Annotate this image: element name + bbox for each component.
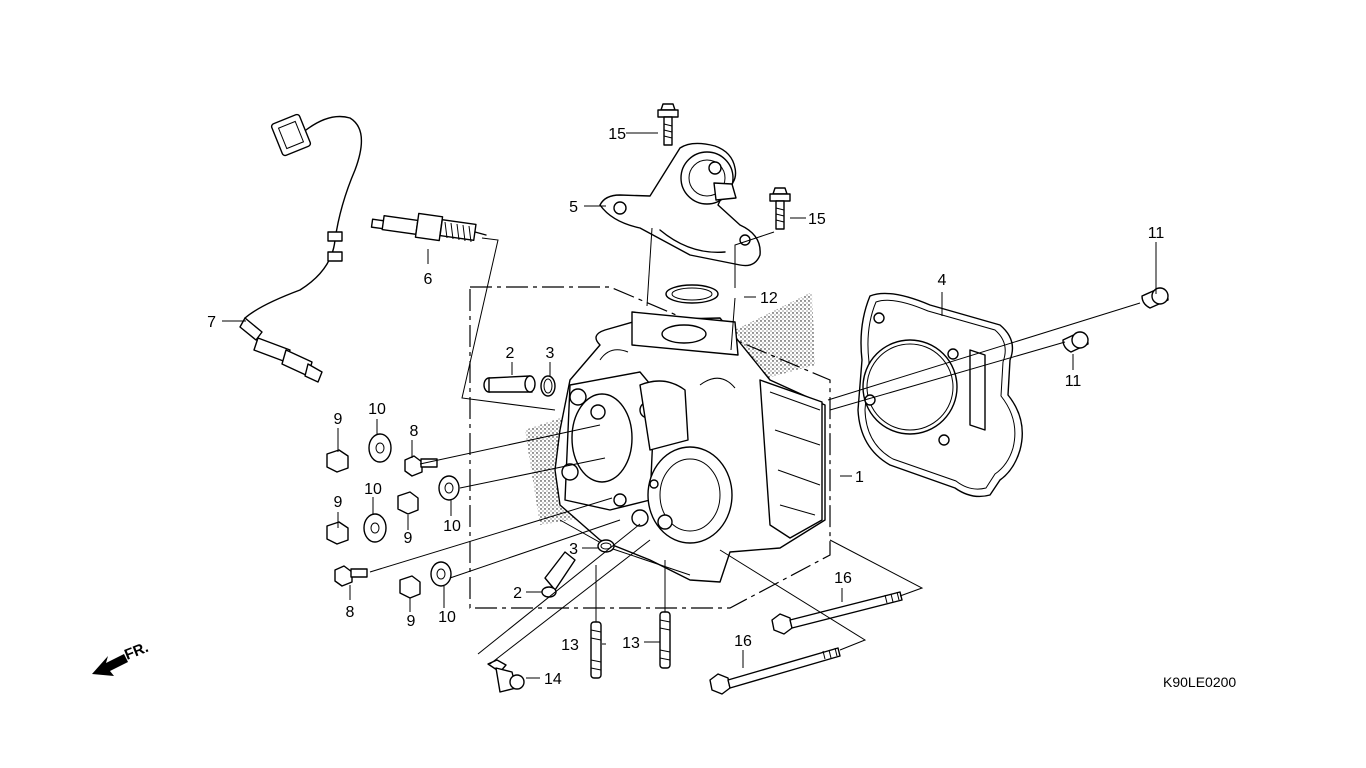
label-16a: 16 [834, 570, 852, 587]
cap-nuts-9 [326, 449, 421, 599]
label-13a: 13 [561, 637, 579, 654]
o2-sensor [239, 113, 363, 383]
label-11a: 11 [1148, 225, 1165, 242]
label-8a: 8 [410, 423, 419, 440]
label-8b: 8 [346, 604, 355, 621]
label-12: 12 [760, 290, 778, 307]
label-5: 5 [569, 199, 578, 216]
label-3a: 3 [546, 345, 555, 362]
front-direction-indicator: FR. [92, 639, 151, 676]
label-10a: 10 [368, 401, 386, 418]
dowel-pins [1062, 287, 1169, 353]
label-2a: 2 [506, 345, 515, 362]
front-label: FR. [122, 639, 151, 664]
intake-pipe [599, 142, 761, 267]
label-15b: 15 [808, 211, 826, 228]
label-3b: 3 [569, 541, 578, 558]
label-10c: 10 [443, 518, 461, 535]
label-4: 4 [938, 272, 947, 289]
shading-top [735, 292, 815, 380]
callout-leaders [222, 132, 1157, 679]
spark-plug [370, 212, 487, 243]
label-7: 7 [207, 314, 216, 331]
assembly-boundary [469, 286, 831, 609]
flange-bolts-15 [657, 103, 791, 230]
label-15a: 15 [608, 126, 626, 143]
long-bolts-16 [709, 591, 903, 695]
label-6: 6 [424, 271, 433, 288]
label-9b: 9 [334, 494, 343, 511]
label-2b: 2 [513, 585, 522, 602]
label-1: 1 [855, 469, 864, 486]
cylinder-head [554, 311, 826, 583]
leader-lines [369, 227, 1141, 665]
label-13b: 13 [622, 635, 640, 652]
label-11b: 11 [1065, 373, 1082, 390]
label-10b: 10 [364, 481, 382, 498]
label-10d: 10 [438, 609, 456, 626]
label-9c: 9 [404, 530, 413, 547]
label-9a: 9 [334, 411, 343, 428]
clip-3b [597, 539, 615, 553]
callout-labels: 15 5 15 6 7 12 4 11 11 2 3 9 10 8 9 10 9… [207, 126, 1164, 688]
diagram-code: K90LE0200 [1163, 674, 1236, 690]
label-16b: 16 [734, 633, 752, 650]
clip-3a [540, 375, 556, 397]
bolts-8 [334, 455, 438, 587]
label-9d: 9 [407, 613, 416, 630]
bolt-14 [487, 659, 525, 693]
label-14: 14 [544, 671, 562, 688]
washers-10 [363, 433, 460, 587]
front-arrow-icon [92, 654, 128, 676]
